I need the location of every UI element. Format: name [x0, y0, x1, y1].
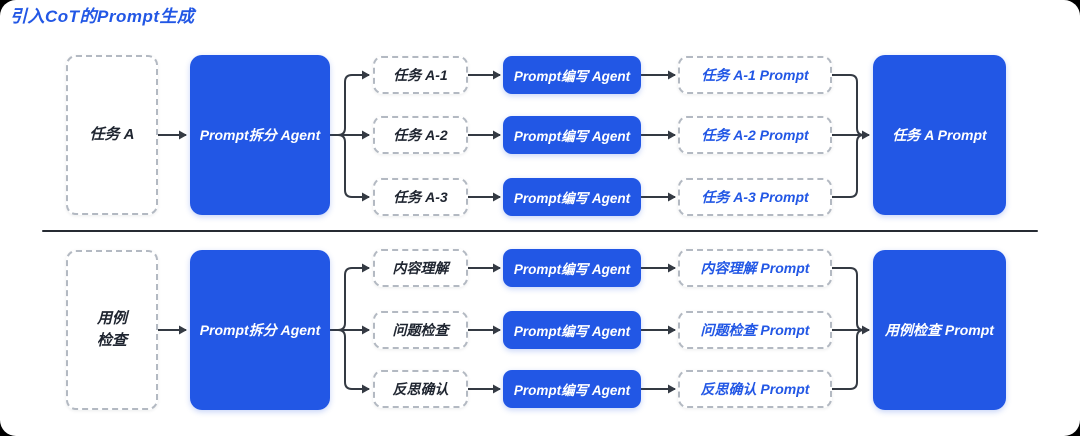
row2-source-box: 用例 检查 — [66, 250, 158, 410]
row2-writer-agent-2-box: Prompt编写 Agent — [503, 311, 641, 349]
row2-splitter-agent-box: Prompt拆分 Agent — [190, 250, 330, 410]
row2-output-1-box: 内容理解 Prompt — [678, 249, 832, 287]
row2-writer-agent-1-box: Prompt编写 Agent — [503, 249, 641, 287]
row1-output-2-box: 任务 A-2 Prompt — [678, 116, 832, 154]
row1-task-1-box: 任务 A-1 — [373, 56, 468, 94]
row1-output-1-box: 任务 A-1 Prompt — [678, 56, 832, 94]
row2-task-3-box: 反思确认 — [373, 370, 468, 408]
row1-writer-agent-2-box: Prompt编写 Agent — [503, 116, 641, 154]
row1-source-box: 任务 A — [66, 55, 158, 215]
page-title: 引入CoT的Prompt生成 — [10, 7, 195, 26]
row2-task-2-box: 问题检查 — [373, 311, 468, 349]
row1-task-2-box: 任务 A-2 — [373, 116, 468, 154]
row2-output-2-box: 问题检查 Prompt — [678, 311, 832, 349]
row1-result-box: 任务 A Prompt — [873, 55, 1006, 215]
row2-task-1-box: 内容理解 — [373, 249, 468, 287]
row1-task-3-box: 任务 A-3 — [373, 178, 468, 216]
row1-writer-agent-3-box: Prompt编写 Agent — [503, 178, 641, 216]
row1-splitter-agent-box: Prompt拆分 Agent — [190, 55, 330, 215]
row1-output-3-box: 任务 A-3 Prompt — [678, 178, 832, 216]
row-divider — [42, 230, 1038, 232]
row1-writer-agent-1-box: Prompt编写 Agent — [503, 56, 641, 94]
row2-writer-agent-3-box: Prompt编写 Agent — [503, 370, 641, 408]
row2-output-3-box: 反思确认 Prompt — [678, 370, 832, 408]
row2-result-box: 用例检查 Prompt — [873, 250, 1006, 410]
